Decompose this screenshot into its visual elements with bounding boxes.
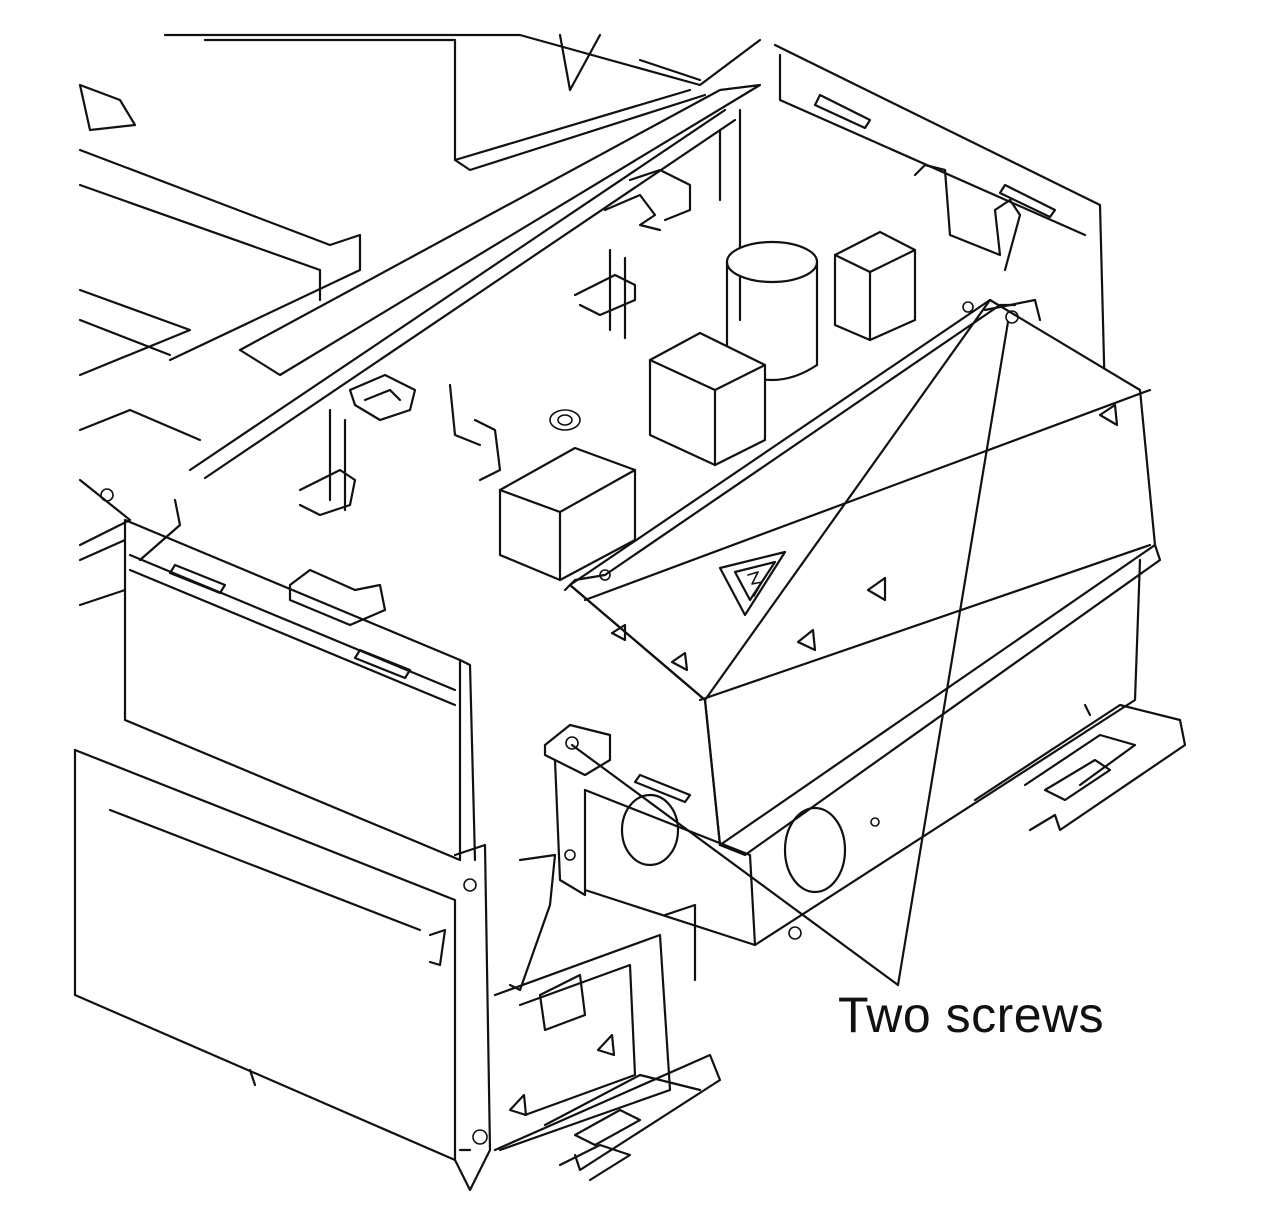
capacitor	[725, 240, 819, 381]
mounting-foot-left	[493, 1053, 722, 1182]
lower-left-base	[73, 748, 492, 1192]
left-front-panel	[78, 498, 477, 862]
mounting-foot-right	[973, 703, 1187, 832]
relay-block-upper	[833, 230, 917, 342]
callout-leader-lines	[570, 320, 1010, 987]
relay-block-middle	[648, 331, 767, 467]
direction-arrows	[508, 403, 1119, 1117]
electrical-box-lower-side	[493, 558, 1142, 1152]
rear-upper-housing	[78, 33, 762, 547]
electric-shock-warning-icon	[718, 550, 787, 617]
callout-label-two-screws: Two screws	[838, 987, 1105, 1043]
electrical-box-cover	[563, 298, 1162, 857]
wire-clips	[298, 168, 692, 517]
right-back-wall	[718, 43, 1107, 402]
